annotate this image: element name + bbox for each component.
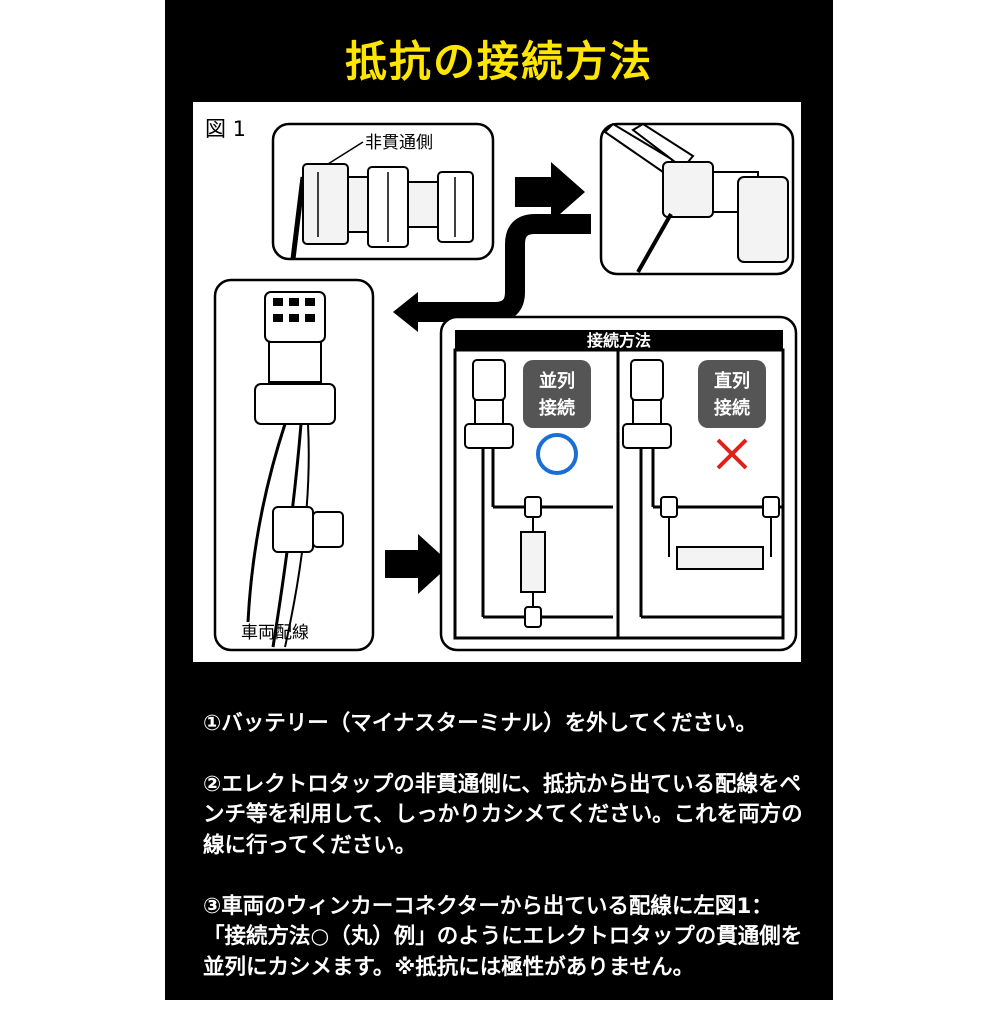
parallel-example: 並列 接続: [464, 359, 613, 628]
pliers-panel: [599, 122, 795, 276]
instruction-step-1: ①バッテリー（マイナスターミナル）を外してください。: [203, 710, 757, 736]
tap-closeup-panel: 非貫通側: [271, 122, 495, 261]
connection-method-header: 接続方法: [587, 331, 651, 350]
instructions: ①バッテリー（マイナスターミナル）を外してください。 ②エレクトロタップの非貫通…: [203, 678, 803, 1014]
arrow-right-icon: [385, 534, 451, 594]
resistor-icon: [676, 546, 764, 570]
figure-1: 図 1 非貫通側: [193, 102, 801, 662]
figure-label: 図 1: [205, 117, 246, 141]
parallel-label-box: [523, 360, 591, 428]
series-label-line1: 直列: [714, 370, 750, 392]
page-title: 抵抗の接続方法: [344, 37, 653, 86]
parallel-label-line2: 接続: [539, 397, 575, 419]
correct-circle-icon: [536, 433, 578, 475]
series-example: 直列 接続: [622, 359, 783, 619]
lamp-wiring-panel: 車両配線: [213, 278, 375, 652]
parallel-label-line1: 並列: [539, 370, 575, 392]
non-penetrating-side-label: 非貫通側: [365, 133, 433, 153]
series-label-box: [698, 360, 766, 428]
series-label-line2: 接続: [714, 397, 750, 419]
figure-drawing: 図 1 非貫通側: [205, 117, 798, 652]
resistor-icon: [520, 531, 546, 593]
u-turn-arrow-icon: [408, 214, 591, 322]
instruction-step-2: ②エレクトロタップの非貫通側に、抵抗から出ている配線をペンチ等を利用して、しっか…: [203, 771, 803, 858]
vehicle-wiring-label: 車両配線: [241, 623, 309, 643]
instruction-panel: 抵抗の接続方法 図 1 非貫通側: [165, 0, 833, 1000]
arrow-right-icon: [515, 162, 585, 222]
connection-method-panel: 接続方法 並列 接続: [439, 315, 798, 652]
instruction-step-3: ③車両のウィンカーコネクターから出ている配線に左図1：「接続方法○（丸）例」のよ…: [203, 893, 803, 980]
